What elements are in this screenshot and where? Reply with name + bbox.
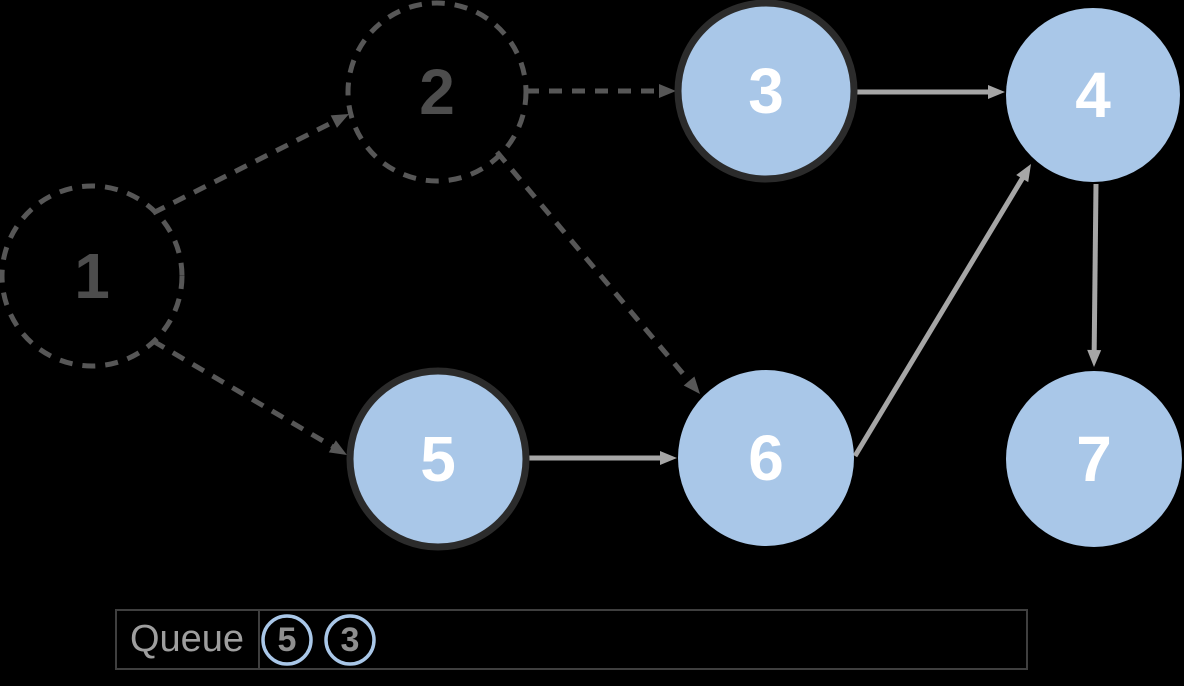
node-label-1: 1 <box>74 240 110 312</box>
arrowhead-1-5 <box>328 440 347 455</box>
node-circle-7 <box>1006 371 1182 547</box>
graph-node-5: 5 <box>346 367 530 551</box>
queue-label: Queue <box>130 618 244 660</box>
queue-item-label: 5 <box>278 621 297 659</box>
node-circle-2 <box>345 0 529 184</box>
arrowhead-1-2 <box>330 114 349 128</box>
arrowhead-2-6 <box>683 376 700 394</box>
edges-layer <box>151 84 1102 465</box>
edge-6-4 <box>852 164 1031 458</box>
edge-1-5 <box>151 338 347 455</box>
queue-item-circle <box>324 614 376 666</box>
edge-5-6 <box>527 451 677 465</box>
edge-1-2 <box>151 114 349 216</box>
queue-item-5: 5 <box>261 614 313 666</box>
node-circle-5 <box>346 367 530 551</box>
nodes-layer: 1 2 3 4 5 6 7 <box>0 0 1182 551</box>
graph-node-6: 6 <box>678 370 854 546</box>
queue-item-3: 3 <box>324 614 376 666</box>
arrowhead-5-6 <box>660 451 677 465</box>
edge-4-7 <box>1087 183 1102 367</box>
node-circle-3 <box>674 0 858 183</box>
queue-item-circle <box>261 614 313 666</box>
arrowhead-3-4 <box>988 85 1005 99</box>
node-label-6: 6 <box>748 422 784 494</box>
graph-node-4: 4 <box>1006 8 1180 182</box>
edge-2-3 <box>526 84 676 98</box>
node-circle-1 <box>0 183 185 369</box>
edge-2-6 <box>495 150 700 394</box>
node-circle-4 <box>1006 8 1180 182</box>
node-label-7: 7 <box>1076 423 1112 495</box>
queue-item-label: 3 <box>341 621 360 659</box>
node-circle-6 <box>678 370 854 546</box>
graph-node-1: 1 <box>0 183 185 369</box>
arrowhead-2-3 <box>659 84 676 98</box>
graph-node-7: 7 <box>1006 371 1182 547</box>
graph-node-3: 3 <box>674 0 858 183</box>
node-label-3: 3 <box>748 55 784 127</box>
node-label-5: 5 <box>420 423 456 495</box>
node-label-4: 4 <box>1075 59 1111 131</box>
graph-node-2: 2 <box>345 0 529 184</box>
edge-3-4 <box>855 85 1005 99</box>
arrowhead-6-4 <box>1016 164 1031 183</box>
arrowhead-4-7 <box>1087 349 1102 367</box>
node-label-2: 2 <box>419 56 455 128</box>
queue-box <box>115 609 1028 670</box>
